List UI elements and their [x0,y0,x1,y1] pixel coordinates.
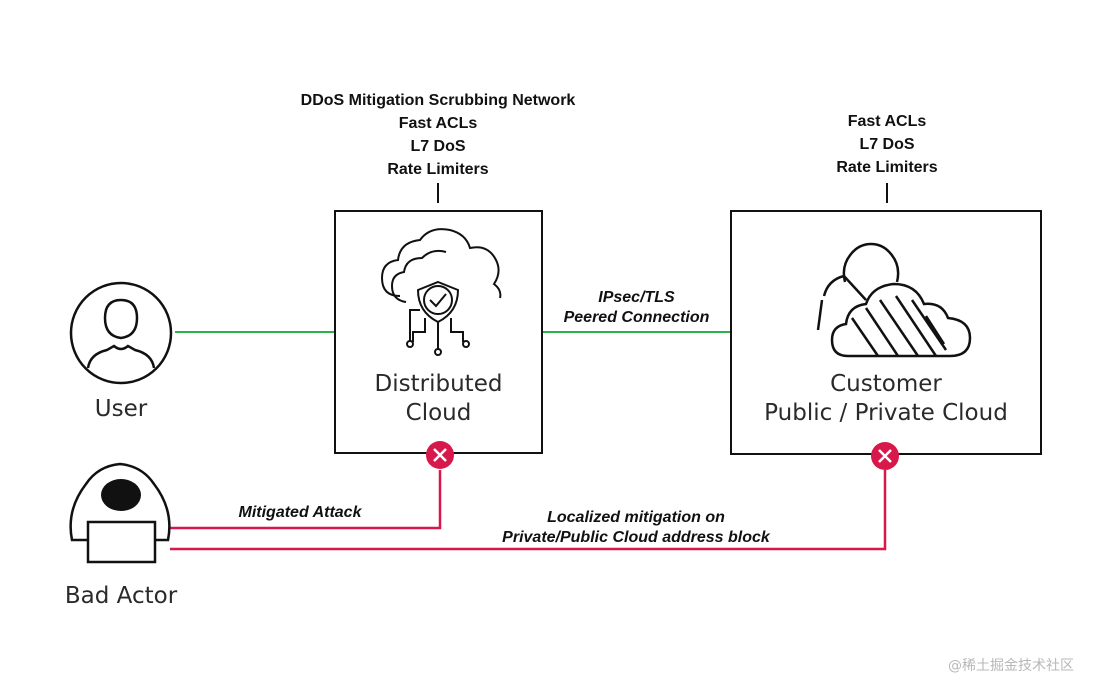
localized-attack-line [170,470,887,551]
dc-title-line: Distributed [374,371,503,397]
block-x-icon [426,441,454,469]
distributed-cloud-title: Distributed Cloud [335,370,542,428]
bad-actor-label: Bad Actor [64,583,178,609]
dc-feature-item: Rate Limiters [387,161,489,178]
peered-connection-label: IPsec/TLS Peered Connection [542,288,731,328]
bad-actor-icon [69,462,171,564]
cust-title-line: Public / Private Cloud [764,400,1008,426]
watermark: @稀土掘金技术社区 [948,658,1074,674]
peered-label-line: Peered Connection [563,309,710,326]
cust-title-line: Customer [830,371,942,397]
localized-label-line: Localized mitigation on [547,509,725,526]
customer-cloud-title: Customer Public / Private Cloud [731,370,1041,428]
mitigated-attack-label: Mitigated Attack [238,504,362,521]
cust-feature-list: Fast ACLs L7 DoS Rate Limiters [787,110,987,179]
block-x-icon [871,442,899,470]
dc-title-line: Cloud [405,400,472,426]
user-label: User [94,396,148,422]
cust-feature-item: L7 DoS [859,136,915,153]
dc-feature-item: L7 DoS [410,138,466,155]
cust-feature-item: Fast ACLs [847,113,927,130]
cust-feature-item: Rate Limiters [836,159,938,176]
customer-cloud-icon [816,242,972,358]
dc-feature-item: DDoS Mitigation Scrubbing Network [300,92,576,109]
localized-mitigation-label: Localized mitigation on Private/Public C… [456,508,816,548]
peered-label-line: IPsec/TLS [598,289,675,306]
localized-label-line: Private/Public Cloud address block [502,529,770,546]
mitigated-attack-line [170,470,442,530]
dc-feature-list: DDoS Mitigation Scrubbing Network Fast A… [268,89,608,181]
dc-feature-item: Fast ACLs [398,115,478,132]
user-icon [69,281,173,385]
cloud-shield-icon [380,228,502,356]
